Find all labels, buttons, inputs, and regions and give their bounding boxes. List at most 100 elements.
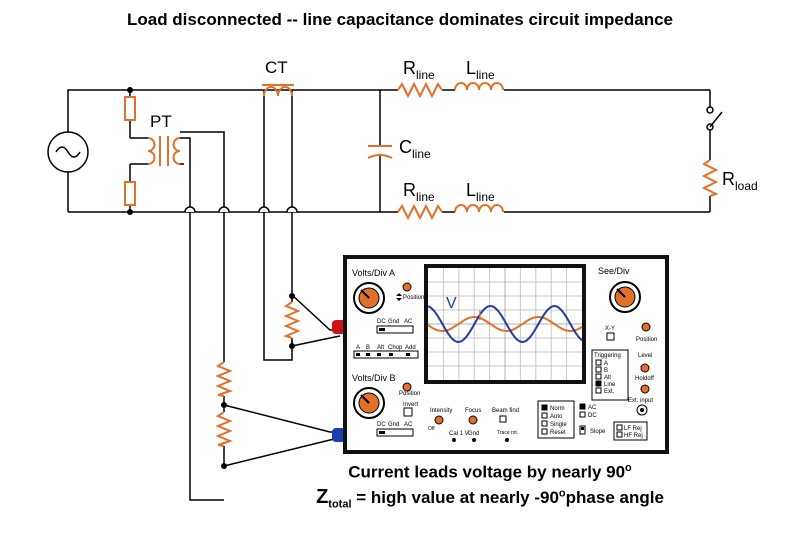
ac-source-icon	[47, 131, 89, 173]
volts-div-a-label: Volts/Div A	[352, 268, 395, 278]
svg-text:Rline: Rline	[403, 58, 435, 82]
xy-label: X-Y	[605, 326, 615, 332]
beam-find-button[interactable]	[499, 415, 507, 423]
probe-b-resistor-upper	[215, 361, 233, 397]
probe-a-resistor	[283, 301, 301, 339]
beam-find-label: Beam find	[492, 408, 519, 414]
svg-text:Line: Line	[604, 382, 616, 388]
svg-text:Add: Add	[405, 345, 416, 351]
gnd-label: Gnd	[468, 431, 479, 437]
svg-text:Lline: Lline	[466, 58, 495, 82]
intensity-knob[interactable]	[434, 415, 444, 425]
pt-fuses	[124, 96, 136, 206]
voltage-trace	[427, 304, 583, 344]
load-switch	[706, 106, 723, 131]
svg-text:Rload: Rload	[722, 169, 758, 193]
coupling-a-dc: DC	[377, 319, 386, 325]
position-b-label: Position	[399, 391, 420, 397]
svg-text:Rline: Rline	[403, 180, 435, 204]
trigger-source-switch[interactable]: A B Alt Line Ext.	[595, 359, 616, 395]
pt-label: PT	[150, 112, 172, 131]
focus-knob[interactable]	[468, 415, 478, 425]
circuit-wires	[67, 89, 711, 501]
trigger-coupling-switch[interactable]: AC DC	[579, 403, 597, 419]
line-resistor-bottom	[397, 203, 443, 221]
sec-div-label: See/Div	[598, 266, 630, 276]
coupling-a-gnd: Gnd	[388, 319, 399, 325]
diagram-title: Load disconnected -- line capacitance do…	[126, 10, 674, 29]
svg-text:Chop: Chop	[388, 345, 403, 351]
line-capacitor	[367, 145, 393, 159]
svg-text:Single: Single	[550, 422, 567, 428]
triggering-label: Triggering	[594, 353, 621, 359]
voltage-trace-label: V	[446, 295, 457, 312]
xy-switch[interactable]	[606, 332, 615, 341]
ext-input-label: Ext. input	[628, 398, 653, 404]
off-label: Off	[428, 426, 435, 432]
svg-text:B: B	[366, 345, 370, 351]
svg-text:Ext.: Ext.	[604, 389, 615, 395]
svg-text:B: B	[604, 368, 608, 374]
svg-text:LF Rej: LF Rej	[624, 426, 642, 432]
svg-text:A: A	[604, 361, 608, 367]
svg-text:HF Rej: HF Rej	[624, 433, 643, 439]
svg-text:Gnd: Gnd	[388, 422, 399, 428]
coupling-b-switch[interactable]: DC Gnd AC	[376, 422, 414, 437]
cal-label: Cal 1 V	[449, 431, 469, 437]
junction-dots	[127, 87, 295, 469]
coupling-a-ac: AC	[404, 319, 413, 325]
load-resistor	[701, 159, 719, 197]
svg-text:DC: DC	[377, 422, 386, 428]
coupling-a-switch[interactable]: DC Gnd AC	[376, 319, 414, 334]
sec-div-knob[interactable]	[609, 281, 641, 313]
cal-terminal[interactable]	[452, 438, 456, 442]
horizontal-position-label: Position	[636, 337, 657, 343]
svg-text:Norm: Norm	[550, 406, 565, 412]
position-a-control[interactable]	[396, 282, 412, 301]
volts-div-b-label: Volts/Div B	[352, 373, 396, 383]
wire-crossovers	[184, 206, 298, 213]
svg-text:Alt: Alt	[604, 375, 611, 381]
trace-rot-control[interactable]	[505, 438, 509, 442]
position-a-label: Position	[403, 295, 424, 301]
invert-switch[interactable]	[403, 407, 413, 417]
vertical-mode-switch[interactable]: A B Alt Chop Add	[353, 345, 419, 359]
probe-b-resistor-lower	[215, 411, 233, 447]
filter-switches[interactable]: LF Rej HF Rej	[613, 421, 648, 441]
svg-text:Lline: Lline	[466, 180, 495, 204]
svg-text:Alt: Alt	[377, 345, 384, 351]
current-trace-label: I	[478, 307, 482, 323]
trace-rot-label: Trace rot.	[497, 430, 518, 436]
gnd-terminal[interactable]	[472, 438, 476, 442]
caption-phase: Current leads voltage by nearly 90o	[348, 462, 632, 482]
line-inductor-top	[454, 82, 504, 91]
svg-text:DC: DC	[588, 413, 597, 419]
holdoff-label: Holdoff	[635, 376, 654, 382]
intensity-label: Intensity	[430, 408, 452, 414]
ext-input-connector[interactable]	[636, 404, 648, 416]
ct-label: CT	[265, 58, 288, 77]
volts-div-a-knob[interactable]	[353, 282, 385, 314]
sweep-mode-switch[interactable]: Norm Auto Single Reset	[541, 404, 567, 436]
level-label: Level	[638, 353, 652, 359]
slope-switch[interactable]	[579, 425, 586, 435]
svg-text:Auto: Auto	[550, 414, 563, 420]
volts-div-b-knob[interactable]	[353, 387, 385, 419]
ct-transformer	[262, 84, 294, 97]
line-inductor-bottom	[454, 204, 504, 213]
scope-center-axes	[428, 268, 582, 380]
svg-text:AC: AC	[404, 422, 413, 428]
line-resistor-top	[397, 81, 443, 99]
horizontal-position-control[interactable]	[641, 322, 651, 332]
current-trace	[427, 315, 583, 333]
svg-text:A: A	[356, 345, 360, 351]
svg-text:Reset: Reset	[550, 430, 566, 436]
holdoff-knob[interactable]	[640, 384, 650, 394]
svg-text:AC: AC	[588, 405, 597, 411]
level-knob[interactable]	[640, 363, 650, 373]
svg-text:Cline: Cline	[399, 137, 431, 161]
pt-transformer	[147, 136, 181, 166]
slope-label: Slope	[590, 429, 606, 435]
position-b-control[interactable]	[402, 382, 412, 392]
